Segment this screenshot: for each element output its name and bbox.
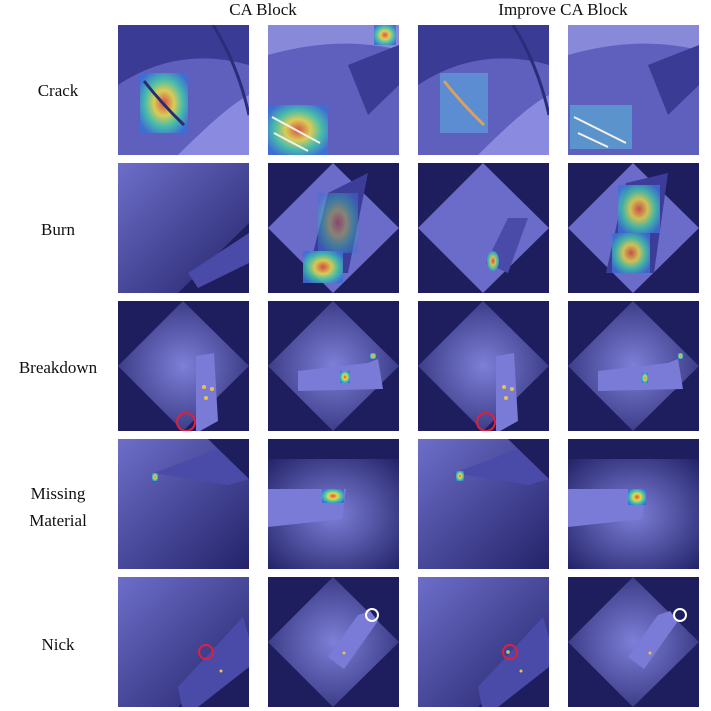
highlight-circle <box>176 412 196 431</box>
cell-crack-improve-1 <box>418 25 549 155</box>
cell-crack-improve-2 <box>568 25 699 155</box>
cell-missing-ca-block-1 <box>118 439 249 569</box>
cell-missing-ca-block-2 <box>268 439 399 569</box>
row-label-missing-material: Missing Material <box>29 484 87 530</box>
highlight-circle <box>502 644 518 660</box>
cell-missing-improve-2 <box>568 439 699 569</box>
highlight-circle <box>673 608 687 622</box>
highlight-circle <box>198 644 214 660</box>
cell-burn-improve-1 <box>418 163 549 293</box>
cell-burn-improve-2 <box>568 163 699 293</box>
cell-nick-ca-block-1 <box>118 577 249 707</box>
cell-breakdown-ca-block-1 <box>118 301 249 431</box>
cell-crack-ca-block-2 <box>268 25 399 155</box>
row-label-breakdown: Breakdown <box>18 358 98 377</box>
column-header-improve-ca-block: Improve CA Block <box>498 0 628 19</box>
highlight-circle <box>476 412 496 431</box>
cell-burn-ca-block-1 <box>118 163 249 293</box>
highlight-circle <box>365 608 379 622</box>
column-header-ca-block: CA Block <box>229 0 297 19</box>
cell-breakdown-improve-1 <box>418 301 549 431</box>
cell-crack-ca-block-1 <box>118 25 249 155</box>
row-label-crack: Crack <box>37 81 79 100</box>
row-label-nick: Nick <box>41 635 75 654</box>
cell-missing-improve-1 <box>418 439 549 569</box>
cell-breakdown-improve-2 <box>568 301 699 431</box>
cell-nick-improve-2 <box>568 577 699 707</box>
cell-burn-ca-block-2 <box>268 163 399 293</box>
cell-nick-improve-1 <box>418 577 549 707</box>
row-label-burn: Burn <box>41 220 75 239</box>
cell-nick-ca-block-2 <box>268 577 399 707</box>
cell-breakdown-ca-block-2 <box>268 301 399 431</box>
